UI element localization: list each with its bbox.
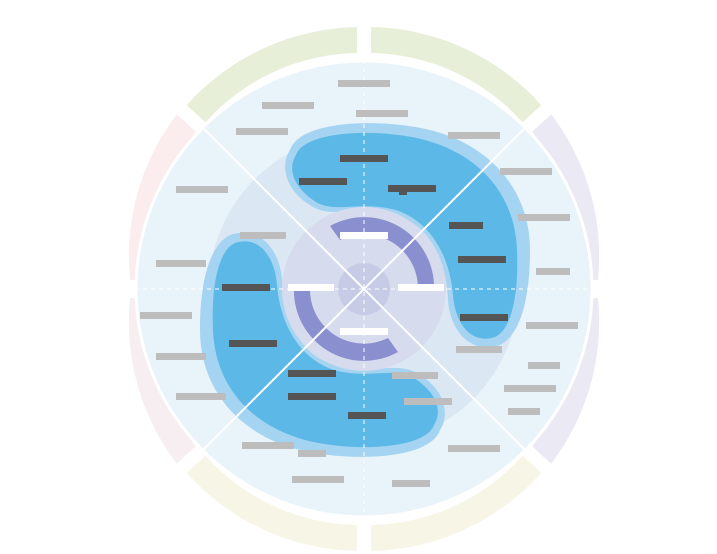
text-placeholder-light <box>392 480 430 487</box>
swirl-blade-bottom <box>212 241 438 448</box>
text-placeholder-light <box>156 260 206 267</box>
text-placeholder-light <box>526 322 578 329</box>
text-placeholder-light <box>176 393 226 400</box>
text-placeholder-light <box>508 408 540 415</box>
text-placeholder-dark <box>340 155 388 162</box>
text-placeholder-dark <box>458 256 506 263</box>
purple-band-top <box>330 217 435 289</box>
text-placeholders <box>140 80 578 487</box>
text-placeholder-dark <box>299 178 347 185</box>
text-placeholder-dark <box>288 370 336 377</box>
text-placeholder-light <box>240 232 286 239</box>
text-placeholder-dark <box>222 284 270 291</box>
text-placeholder-light <box>504 385 556 392</box>
text-placeholder-dark <box>449 222 483 229</box>
text-placeholder-light <box>536 268 570 275</box>
text-placeholder-light <box>500 168 552 175</box>
text-placeholder-light <box>292 476 344 483</box>
text-placeholder-light <box>242 442 294 449</box>
text-placeholder-light <box>518 214 570 221</box>
outer-segment-bottom-left <box>186 455 357 551</box>
text-placeholder-dark <box>388 185 436 192</box>
text-placeholder-white <box>288 284 334 291</box>
text-placeholder-light <box>356 110 408 117</box>
swirl-blade-top <box>292 132 518 339</box>
text-placeholder-light <box>392 372 438 379</box>
text-placeholder-light <box>298 450 326 457</box>
text-placeholder-dark <box>229 340 277 347</box>
text-placeholder-light <box>236 128 288 135</box>
text-placeholder-light <box>156 353 206 360</box>
text-placeholder-light <box>528 362 560 369</box>
text-placeholder-light <box>262 102 314 109</box>
outer-segment-top-left <box>186 27 357 123</box>
purple-band-bottom <box>293 289 398 361</box>
outer-segment-bottom-right <box>371 455 542 551</box>
text-placeholder-light <box>448 132 500 139</box>
text-placeholder-dark <box>460 314 508 321</box>
text-placeholder-dark <box>288 393 336 400</box>
text-placeholder-white <box>398 284 444 291</box>
text-placeholder-light <box>448 445 500 452</box>
text-placeholder-dark <box>348 412 386 419</box>
quadrant-dividers <box>135 60 593 518</box>
text-placeholder-dark <box>399 188 407 195</box>
text-placeholder-light <box>404 398 452 405</box>
text-placeholder-light <box>456 346 502 353</box>
outer-segment-top-right <box>371 27 542 123</box>
text-placeholder-white <box>340 232 388 239</box>
divider-diagonal-2 <box>202 127 526 451</box>
text-placeholder-light <box>338 80 390 87</box>
text-placeholder-white <box>340 328 388 335</box>
text-placeholder-light <box>140 312 192 319</box>
text-placeholder-light <box>176 186 228 193</box>
